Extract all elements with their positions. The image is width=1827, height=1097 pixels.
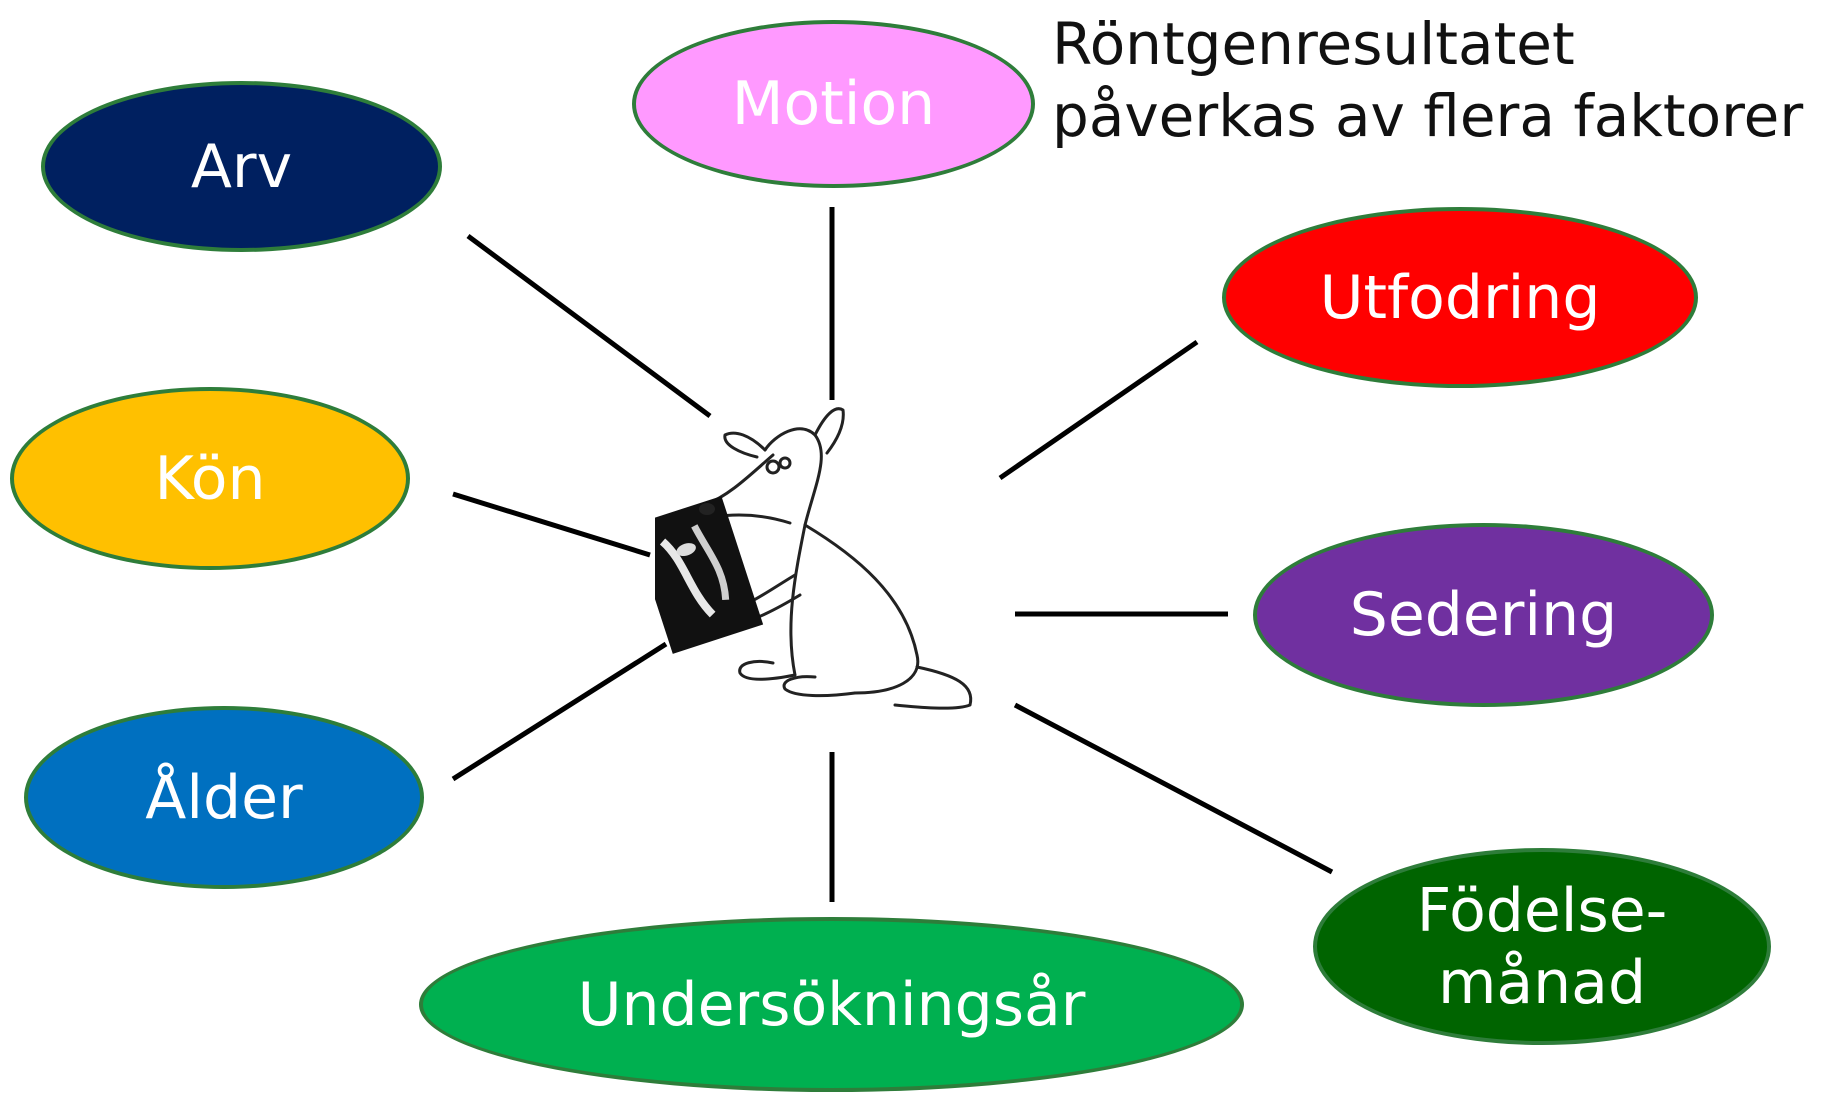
factor-utfodring: Utfodring [1222,207,1698,388]
factor-kon: Kön [10,387,410,570]
factor-fodelsemanad-label-line-2: månad [1437,947,1647,1018]
factor-utfodring-label: Utfodring [1319,262,1601,333]
title-line-1: Röntgenresultatet [1052,10,1575,78]
factor-kon-label: Kön [154,443,266,514]
factor-arv-label: Arv [190,131,293,202]
connector-kon [452,491,651,558]
factor-fodelsemanad-label-line-1: Födelse- [1416,875,1668,946]
factor-sedering-label: Sedering [1349,580,1618,650]
connector-utfodring [998,339,1199,481]
diagram-title: Röntgenresultatet påverkas av flera fakt… [1052,8,1803,152]
dog-xray-illustration [655,407,973,710]
factor-arv: Arv [41,81,442,252]
title-line-2: påverkas av flera faktorer [1052,82,1804,150]
connector-alder [451,641,668,782]
factor-alder-label: Ålder [145,762,303,833]
factor-undersokningsar-label: Undersökningsår [577,969,1086,1040]
factor-fodelsemanad: Födelse- månad [1313,848,1771,1045]
xray-film [655,496,764,654]
factor-sedering: Sedering [1253,523,1714,707]
factor-motion: Motion [632,20,1035,188]
factor-motion-label: Motion [731,69,936,139]
factor-undersokningsar: Undersökningsår [419,917,1244,1092]
connector-fodelsemanad [1013,702,1334,875]
factor-alder: Ålder [24,706,424,889]
connector-arv [466,233,712,419]
